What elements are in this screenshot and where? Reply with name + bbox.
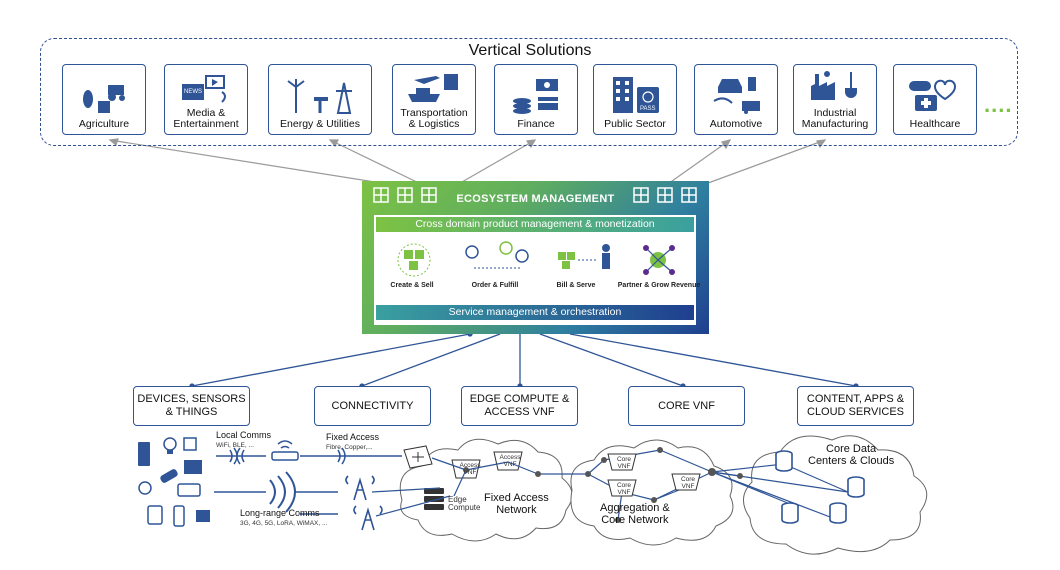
core-vnf-text: Core	[616, 482, 632, 489]
category-line: DEVICES, SENSORS	[137, 393, 246, 405]
local-comms-label: Local Comms	[216, 430, 272, 440]
category-content-apps[interactable]: CONTENT, APPS & CLOUD SERVICES	[797, 386, 914, 426]
tile-label: Public Sector	[604, 118, 666, 130]
access-vnf-text: Access	[459, 462, 481, 469]
core-vnf-text: Core	[616, 456, 632, 463]
category-line: CONTENT, APPS &	[806, 393, 905, 405]
bill-serve-label: Bill & Serve	[556, 282, 596, 289]
media-icon: NEWS	[182, 75, 226, 103]
healthcare-icon	[909, 79, 957, 111]
aggregation-cloud	[570, 439, 734, 546]
tile-label: Automotive	[709, 118, 763, 130]
tile-agriculture[interactable]: Agriculture	[62, 64, 146, 135]
tile-industrial[interactable]: Industrial Manufacturing	[793, 64, 877, 135]
aggregation-network-label: Aggregation &Core Network	[600, 502, 670, 526]
tile-label: Manufacturing	[801, 118, 869, 130]
tile-label: Industrial	[813, 107, 857, 119]
ecosystem-title: ECOSYSTEM MANAGEMENT	[456, 193, 615, 205]
cloud-text: Core Data	[826, 443, 877, 455]
grid-icons	[373, 187, 697, 203]
devices-icons	[138, 437, 210, 527]
automotive-icon	[713, 77, 760, 114]
core-vnf-text: VNF	[617, 463, 631, 470]
access-vnf-text: Access	[499, 454, 521, 461]
category-line: CONNECTIVITY	[331, 399, 414, 412]
edge-text: Compute	[448, 503, 481, 512]
ecosystem-icons	[397, 241, 675, 277]
tile-automotive[interactable]: Automotive	[694, 64, 778, 135]
category-line: CLOUD SERVICES	[807, 406, 904, 418]
long-range-sub: 3G, 4G, 5G, LoRA, WiMAX, ...	[240, 520, 328, 527]
agriculture-icon	[83, 85, 125, 113]
order-fulfill-label: Order & Fulfill	[471, 282, 519, 289]
category-line: CORE VNF	[658, 399, 715, 412]
transportation-icon	[408, 74, 458, 102]
category-line: & THINGS	[165, 406, 218, 418]
tile-healthcare[interactable]: Healthcare	[893, 64, 977, 135]
partner-grow-label: Partner & Grow Revenue	[617, 282, 701, 289]
cloud-text: Network	[496, 504, 537, 516]
tile-public-sector[interactable]: PASS Public Sector	[593, 64, 677, 135]
vertical-solutions-title: Vertical Solutions	[468, 42, 592, 59]
tile-label: Transportation	[400, 107, 468, 119]
tile-label: Healthcare	[909, 118, 961, 130]
cloud-text: Core Network	[601, 514, 669, 526]
energy-icon	[287, 79, 352, 114]
cross-domain-bar: Cross domain product management & moneti…	[376, 217, 694, 232]
access-vnf-text: VNF	[503, 461, 517, 468]
category-line: ACCESS VNF	[484, 406, 555, 418]
local-comms-sub: WiFi, BLE, ...	[216, 442, 254, 449]
category-edge-compute[interactable]: EDGE COMPUTE & ACCESS VNF	[461, 386, 578, 426]
pass-icon-text: PASS	[640, 106, 656, 112]
tile-label: Media &	[186, 107, 226, 119]
fixed-access-sub: Fibre, Copper,...	[326, 444, 373, 451]
create-sell-label: Create & Sell	[390, 282, 434, 289]
network-diagram	[138, 435, 928, 555]
industrial-icon	[811, 71, 857, 100]
vertical-solutions-frame	[40, 38, 1018, 146]
edge-text: Edge	[448, 495, 467, 504]
tile-transportation[interactable]: Transportation & Logistics	[392, 64, 476, 135]
tile-label: Agriculture	[78, 118, 130, 130]
long-range-label: Long-range Comms	[240, 508, 320, 518]
tile-label: Energy & Utilities	[280, 118, 360, 130]
cloud-text: Aggregation &	[600, 502, 670, 514]
news-icon-text: NEWS	[184, 89, 202, 95]
tile-media[interactable]: NEWS Media & Entertainment	[164, 64, 248, 135]
cloud-text: Fixed Access	[484, 492, 549, 504]
tile-energy[interactable]: Energy & Utilities	[268, 64, 372, 135]
access-vnf-text: VNF	[463, 469, 477, 476]
tile-label: Finance	[517, 118, 555, 130]
fixed-access-label: Fixed Access	[326, 432, 380, 442]
category-connectivity[interactable]: CONNECTIVITY	[314, 386, 431, 426]
category-devices[interactable]: DEVICES, SENSORS & THINGS	[133, 386, 250, 426]
tile-finance[interactable]: Finance	[494, 64, 578, 135]
core-vnf-text: VNF	[617, 489, 631, 496]
service-management-bar: Service management & orchestration	[376, 305, 694, 320]
core-vnf-text: VNF	[681, 483, 695, 490]
cloud-text: Centers & Clouds	[808, 455, 895, 467]
finance-icon	[513, 79, 558, 114]
public-sector-icon: PASS	[613, 77, 659, 113]
core-vnf-text: Core	[680, 476, 696, 483]
tile-label: & Logistics	[408, 118, 460, 130]
more-indicator: ....	[984, 92, 1013, 117]
tile-label: Entertainment	[173, 118, 239, 130]
category-core-vnf[interactable]: CORE VNF	[628, 386, 745, 426]
category-line: EDGE COMPUTE &	[469, 393, 570, 405]
